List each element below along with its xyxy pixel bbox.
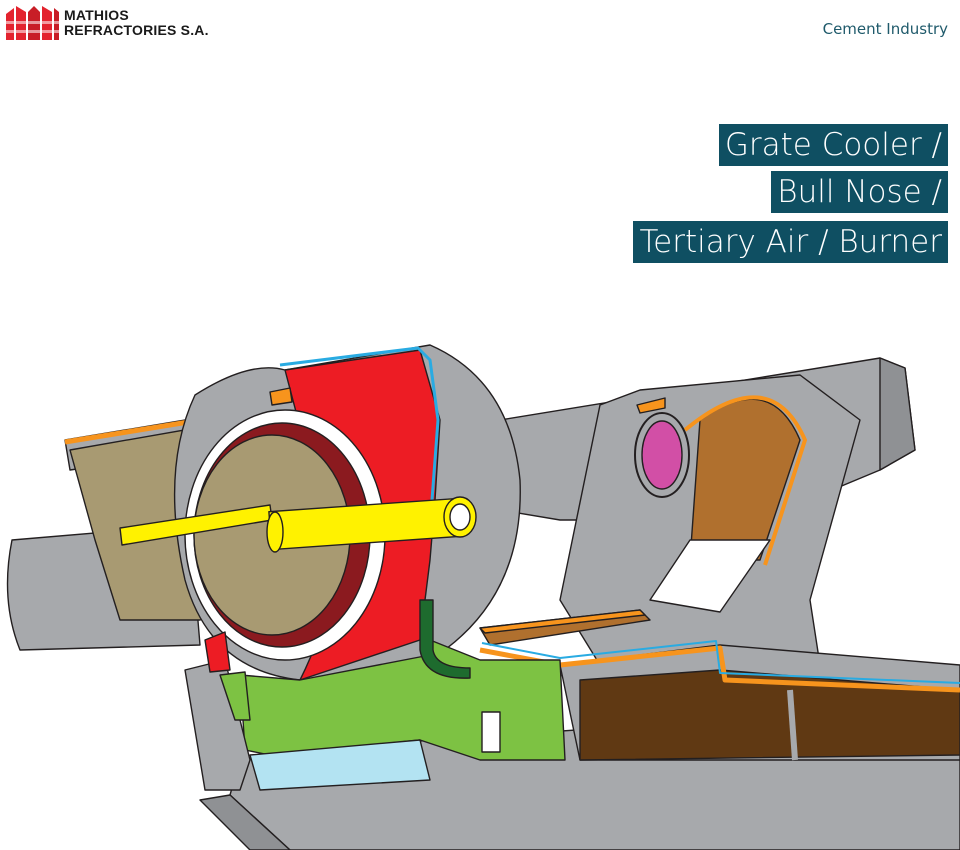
- brand-line1: MATHIOS: [64, 7, 129, 23]
- viewport-ring: [634, 412, 690, 498]
- blue-insulation-base: [249, 739, 431, 791]
- dark-green-bend: [419, 599, 471, 679]
- title-line-1: Grate Cooler /: [718, 124, 948, 166]
- title-line-2: Bull Nose /: [771, 171, 948, 213]
- floor-front: [199, 794, 291, 850]
- left-green-wedge: [219, 671, 251, 721]
- brand-name: MATHIOS REFRACTORIES S.A.: [64, 8, 209, 38]
- title-line-3: Tertiary Air / Burner: [633, 221, 948, 263]
- clinker-chamber: [579, 669, 960, 761]
- riser-inner-arch: [683, 395, 807, 566]
- castable-opening: [481, 711, 501, 753]
- brand-line2: REFRACTORIES S.A.: [64, 22, 209, 38]
- kiln-cooler-cutaway-diagram: [6, 344, 960, 850]
- cooler-wall: [787, 689, 798, 761]
- viewport-magenta: [641, 420, 683, 490]
- company-logo: MATHIOS REFRACTORIES S.A.: [4, 4, 209, 42]
- tertiary-air-duct-end: [879, 357, 916, 471]
- burner-collar: [266, 511, 284, 553]
- grate-insulation: [481, 640, 960, 684]
- grate-plate-edge: [479, 609, 646, 634]
- viewport-cap: [636, 397, 666, 414]
- hood-cap: [269, 387, 293, 406]
- industry-label: Cement Industry: [822, 20, 948, 38]
- burner-tip-grille: [449, 503, 471, 531]
- hood-insulation: [279, 346, 440, 501]
- left-red-insulation: [204, 631, 231, 673]
- mathios-m-logo-icon: [6, 6, 59, 40]
- inclined-chute: [649, 539, 771, 613]
